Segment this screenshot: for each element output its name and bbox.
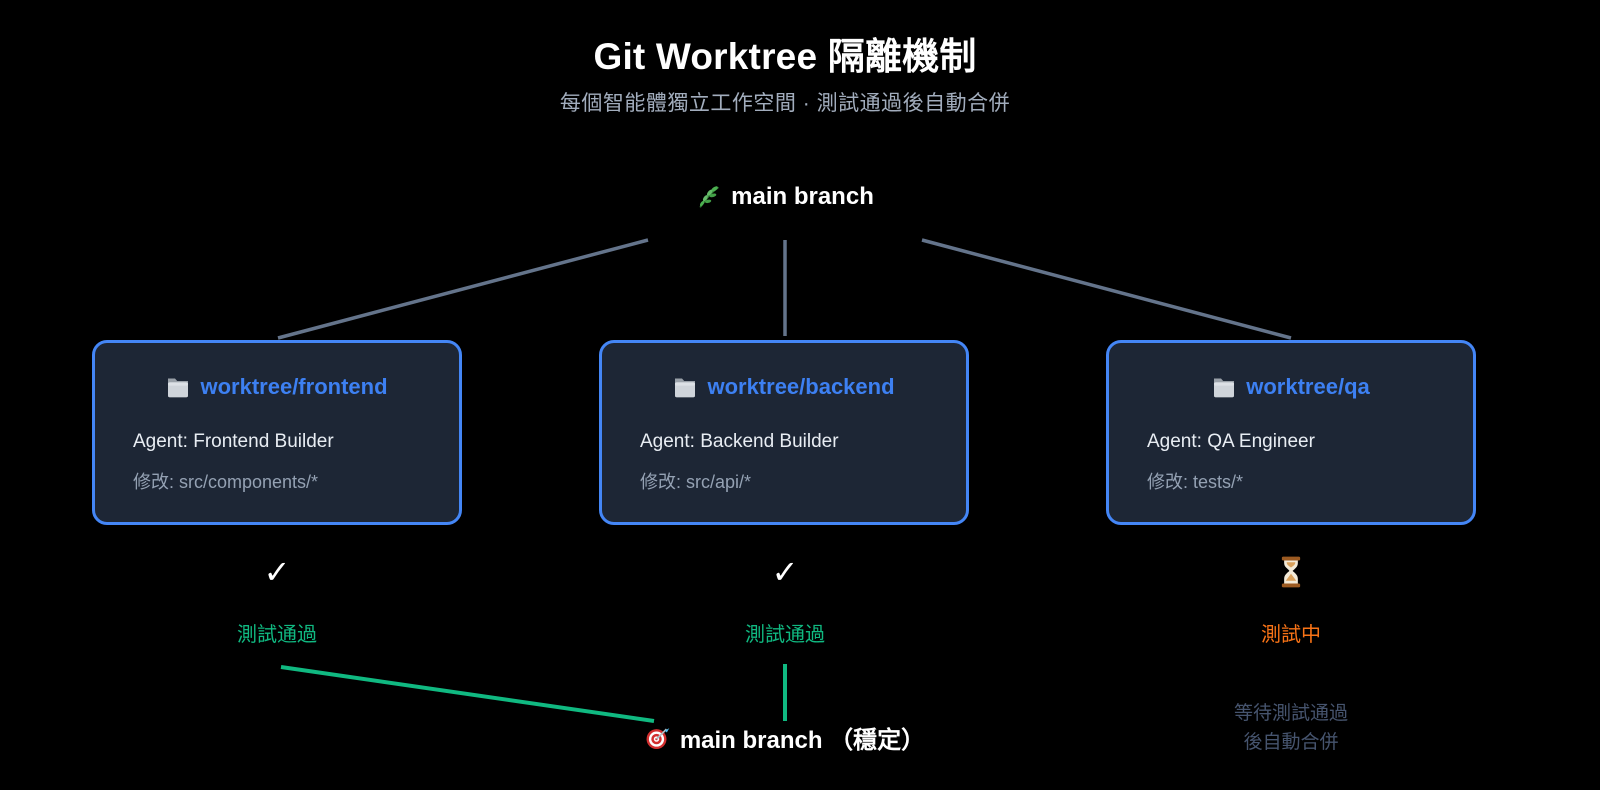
page-title: Git Worktree 隔離機制 [593,36,977,77]
waiting-note-line1: 等待測試通過 [1233,703,1349,724]
modified-paths-label: 修改: src/api/* [640,472,752,492]
folder-icon [166,376,190,398]
waiting-note: 等待測試通過 後自動合併 [1234,699,1348,757]
agent-label: Agent: QA Engineer [1147,431,1315,452]
worktree-card-frontend: worktree/frontend Agent: Frontend Builde… [92,340,462,525]
worktree-card-backend: worktree/backend Agent: Backend Builder … [599,340,969,525]
worktree-name: worktree/frontend [200,374,388,399]
worktree-card-title: worktree/frontend [133,374,421,400]
worktree-name: worktree/qa [1246,374,1370,399]
herb-icon [696,184,722,210]
modified-paths-label: 修改: tests/* [1147,472,1244,492]
worktree-card-title: worktree/qa [1147,374,1435,400]
check-icon: ✓ [771,554,799,590]
status-label-frontend: 測試通過 [237,624,317,646]
agent-label: Agent: Frontend Builder [133,431,334,452]
branch-line-frontend [277,238,649,340]
worktree-card-qa: worktree/qa Agent: QA Engineer 修改: tests… [1106,340,1476,525]
waiting-note-line2: 後自動合併 [1243,732,1339,753]
status-label-backend: 測試通過 [745,624,825,646]
folder-icon [1212,376,1236,398]
agent-label: Agent: Backend Builder [640,431,839,452]
hourglass-icon [1277,553,1305,591]
worktree-card-title: worktree/backend [640,374,928,400]
worktree-name: worktree/backend [707,374,895,399]
main-branch-label: main branch [731,183,874,210]
merge-line-frontend [280,665,655,723]
merged-main-node: main branch （穩定） [645,720,925,755]
branch-line-qa [921,238,1292,340]
status-label-qa: 測試中 [1261,624,1321,646]
target-icon [645,725,671,751]
modified-paths-label: 修改: src/components/* [133,472,319,492]
merged-main-label: main branch （穩定） [679,727,926,754]
main-branch-node: main branch [696,183,874,211]
page-subtitle: 每個智能體獨立工作空間 · 測試通過後自動合併 [559,92,1011,115]
folder-icon [673,376,697,398]
check-icon: ✓ [263,554,291,590]
